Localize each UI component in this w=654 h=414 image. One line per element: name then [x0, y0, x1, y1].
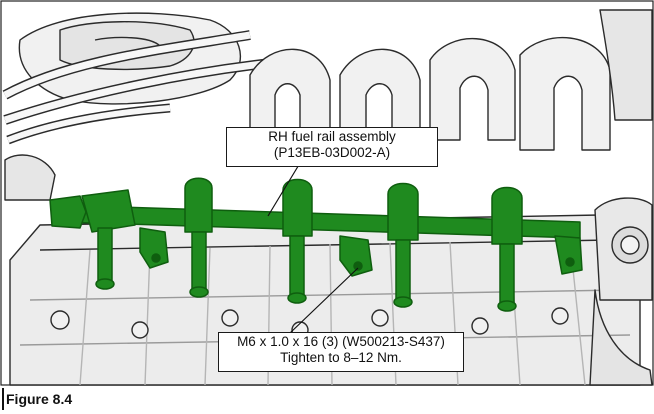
fuel-rail-part-number: (P13EB-03D002-A) [273, 145, 391, 160]
injector-1 [95, 227, 115, 290]
injector-4 [387, 182, 419, 308]
injector-3 [282, 178, 313, 304]
injector-5 [491, 186, 523, 312]
fuel-rail-label: RH fuel rail assembly [268, 129, 396, 144]
bolt-callout: M6 x 1.0 x 16 (3) (W500213-S437) Tighten… [218, 332, 464, 372]
bolt-torque: Tighten to 8–12 Nm. [280, 350, 402, 365]
caption-bar [2, 388, 4, 410]
fuel-rail-callout: RH fuel rail assembly (P13EB-03D002-A) [226, 127, 438, 167]
bolt-leader-line [289, 267, 359, 334]
injector-2 [184, 177, 213, 298]
rail-leader-line [267, 162, 301, 217]
bolt-spec: M6 x 1.0 x 16 (3) (W500213-S437) [237, 334, 445, 349]
fuel-rail-assembly [49, 177, 583, 312]
figure-caption: Figure 8.4 [6, 391, 73, 407]
